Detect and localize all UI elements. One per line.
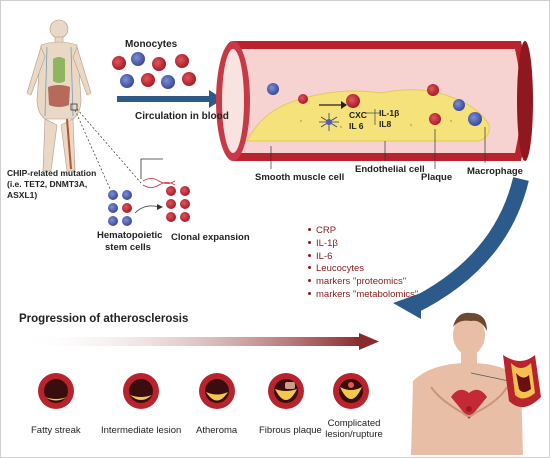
- biomarker-curved-arrow: [393, 177, 529, 319]
- clonal-expansion-cells: [166, 186, 190, 222]
- chip-mutation-line2: (i.e. TET2, DNMT3A,: [7, 179, 88, 189]
- patient-figure: [411, 312, 523, 455]
- chip-mutation-line3: ASXL1): [7, 190, 38, 200]
- expansion-arrow: [134, 205, 160, 214]
- biomarker-item: IL-1β: [306, 238, 418, 251]
- vessel-callouts: [270, 127, 486, 169]
- stage-label-fatty-streak: Fatty streak: [31, 425, 81, 436]
- chip-mutation-line1: CHIP-related mutation: [7, 168, 97, 178]
- circulation-label: Circulation in blood: [135, 111, 229, 122]
- progression-arrow: [19, 333, 379, 350]
- zoom-line-right: [76, 108, 142, 184]
- plaque-label: Plaque: [421, 172, 453, 183]
- artery-zoom-line: [470, 372, 510, 382]
- clonal-expansion-label: Clonal expansion: [171, 232, 250, 243]
- cytokine-il1b: IL-1β: [379, 108, 400, 118]
- stage-label-complicated: Complicated lesion/rupture: [325, 418, 383, 440]
- hsc-to-circulation-connector: [140, 158, 163, 179]
- zoom-line-left: [74, 109, 112, 192]
- stage-label-intermediate: Intermediate lesion: [101, 425, 182, 436]
- smooth-muscle-label: Smooth muscle cell: [255, 172, 345, 183]
- biomarker-item: CRP: [306, 225, 418, 238]
- hsc-label-line2: stem cells: [105, 242, 151, 253]
- hsc-label-line1: Hematopoietic: [97, 230, 163, 241]
- artery-zoom-inset: [503, 355, 541, 408]
- biomarker-item: Leucocytes: [306, 263, 418, 276]
- hsc-cluster: [108, 190, 132, 226]
- biomarker-list: CRP IL-1β IL-6 Leucocytes markers "prote…: [306, 225, 418, 302]
- biomarker-item: markers "metabolomics": [306, 289, 418, 302]
- dna-mutation-icon: [142, 178, 176, 188]
- monocytes-label: Monocytes: [125, 39, 178, 50]
- cytokine-cxc: CXC: [349, 110, 367, 120]
- cytokine-il8: IL8: [379, 119, 392, 129]
- macrophage-label: Macrophage: [467, 166, 523, 177]
- stage-cross-sections: [38, 373, 369, 409]
- monocyte-cluster: [112, 52, 196, 89]
- progression-title: Progression of atherosclerosis: [19, 313, 189, 325]
- stage-label-fibrous-plaque: Fibrous plaque: [259, 425, 322, 436]
- blood-vessel: [216, 41, 533, 161]
- cytokine-il6: IL 6: [349, 121, 364, 131]
- human-body-figure: [26, 19, 92, 172]
- zoom-box: [70, 103, 78, 111]
- biomarker-item: markers "proteomics": [306, 276, 418, 289]
- stage-label-atheroma: Atheroma: [196, 425, 238, 436]
- endothelial-label: Endothelial cell: [355, 164, 425, 175]
- circulation-arrow: [117, 90, 223, 108]
- biomarker-item: IL-6: [306, 251, 418, 264]
